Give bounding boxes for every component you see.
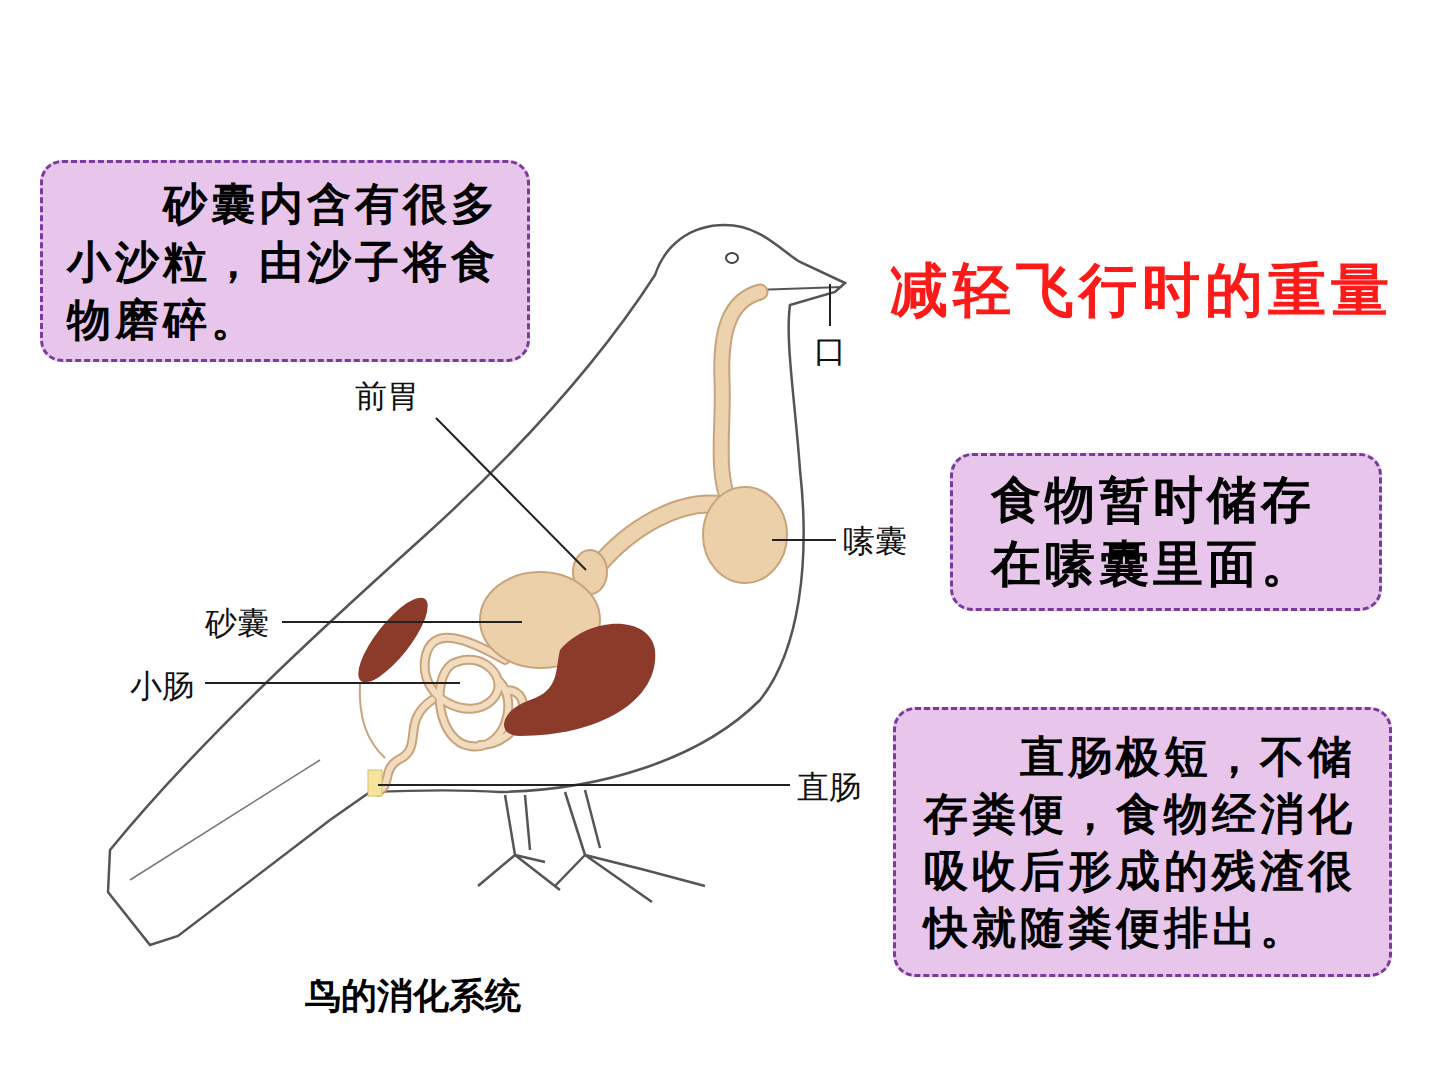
part-label: 小肠 <box>130 665 194 709</box>
small-intestine <box>378 638 523 792</box>
rectum <box>368 770 382 796</box>
part-label: 直肠 <box>797 766 861 810</box>
callout-text: 食物暂时储存在嗉囊里面。 <box>991 468 1331 596</box>
duct <box>360 682 385 758</box>
callout-box: 直肠极短，不储存粪便，食物经消化吸收后形成的残渣很快就随粪便排出。 <box>893 707 1392 977</box>
part-label: 嗉囊 <box>843 520 907 564</box>
part-label: 前胃 <box>355 375 419 419</box>
part-label: 砂囊 <box>205 602 269 646</box>
tail-line <box>130 760 320 880</box>
leader-line <box>829 284 831 326</box>
leader-line <box>205 682 460 684</box>
callout-box: 食物暂时储存在嗉囊里面。 <box>950 453 1382 611</box>
note-text: 减轻飞行时的重量 <box>890 252 1394 330</box>
leader-line <box>378 784 790 786</box>
leg <box>478 795 560 890</box>
part-label: 口 <box>814 330 846 374</box>
caption: 鸟的消化系统 <box>305 972 521 1021</box>
leader-line <box>282 621 522 623</box>
liver <box>504 624 655 736</box>
leg <box>555 790 705 902</box>
small-intestine <box>378 638 523 792</box>
callout-box: 砂囊内含有很多小沙粒，由沙子将食物磨碎。 <box>40 160 530 362</box>
esophagus <box>721 292 760 505</box>
crop <box>703 487 787 583</box>
eye <box>726 253 738 263</box>
leader-line <box>436 418 586 570</box>
callout-text: 砂囊内含有很多小沙粒，由沙子将食物磨碎。 <box>67 175 507 349</box>
esophagus <box>721 292 760 505</box>
callout-text: 直肠极短，不储存粪便，食物经消化吸收后形成的残渣很快就随粪便排出。 <box>924 728 1364 956</box>
leader-line <box>772 539 836 541</box>
